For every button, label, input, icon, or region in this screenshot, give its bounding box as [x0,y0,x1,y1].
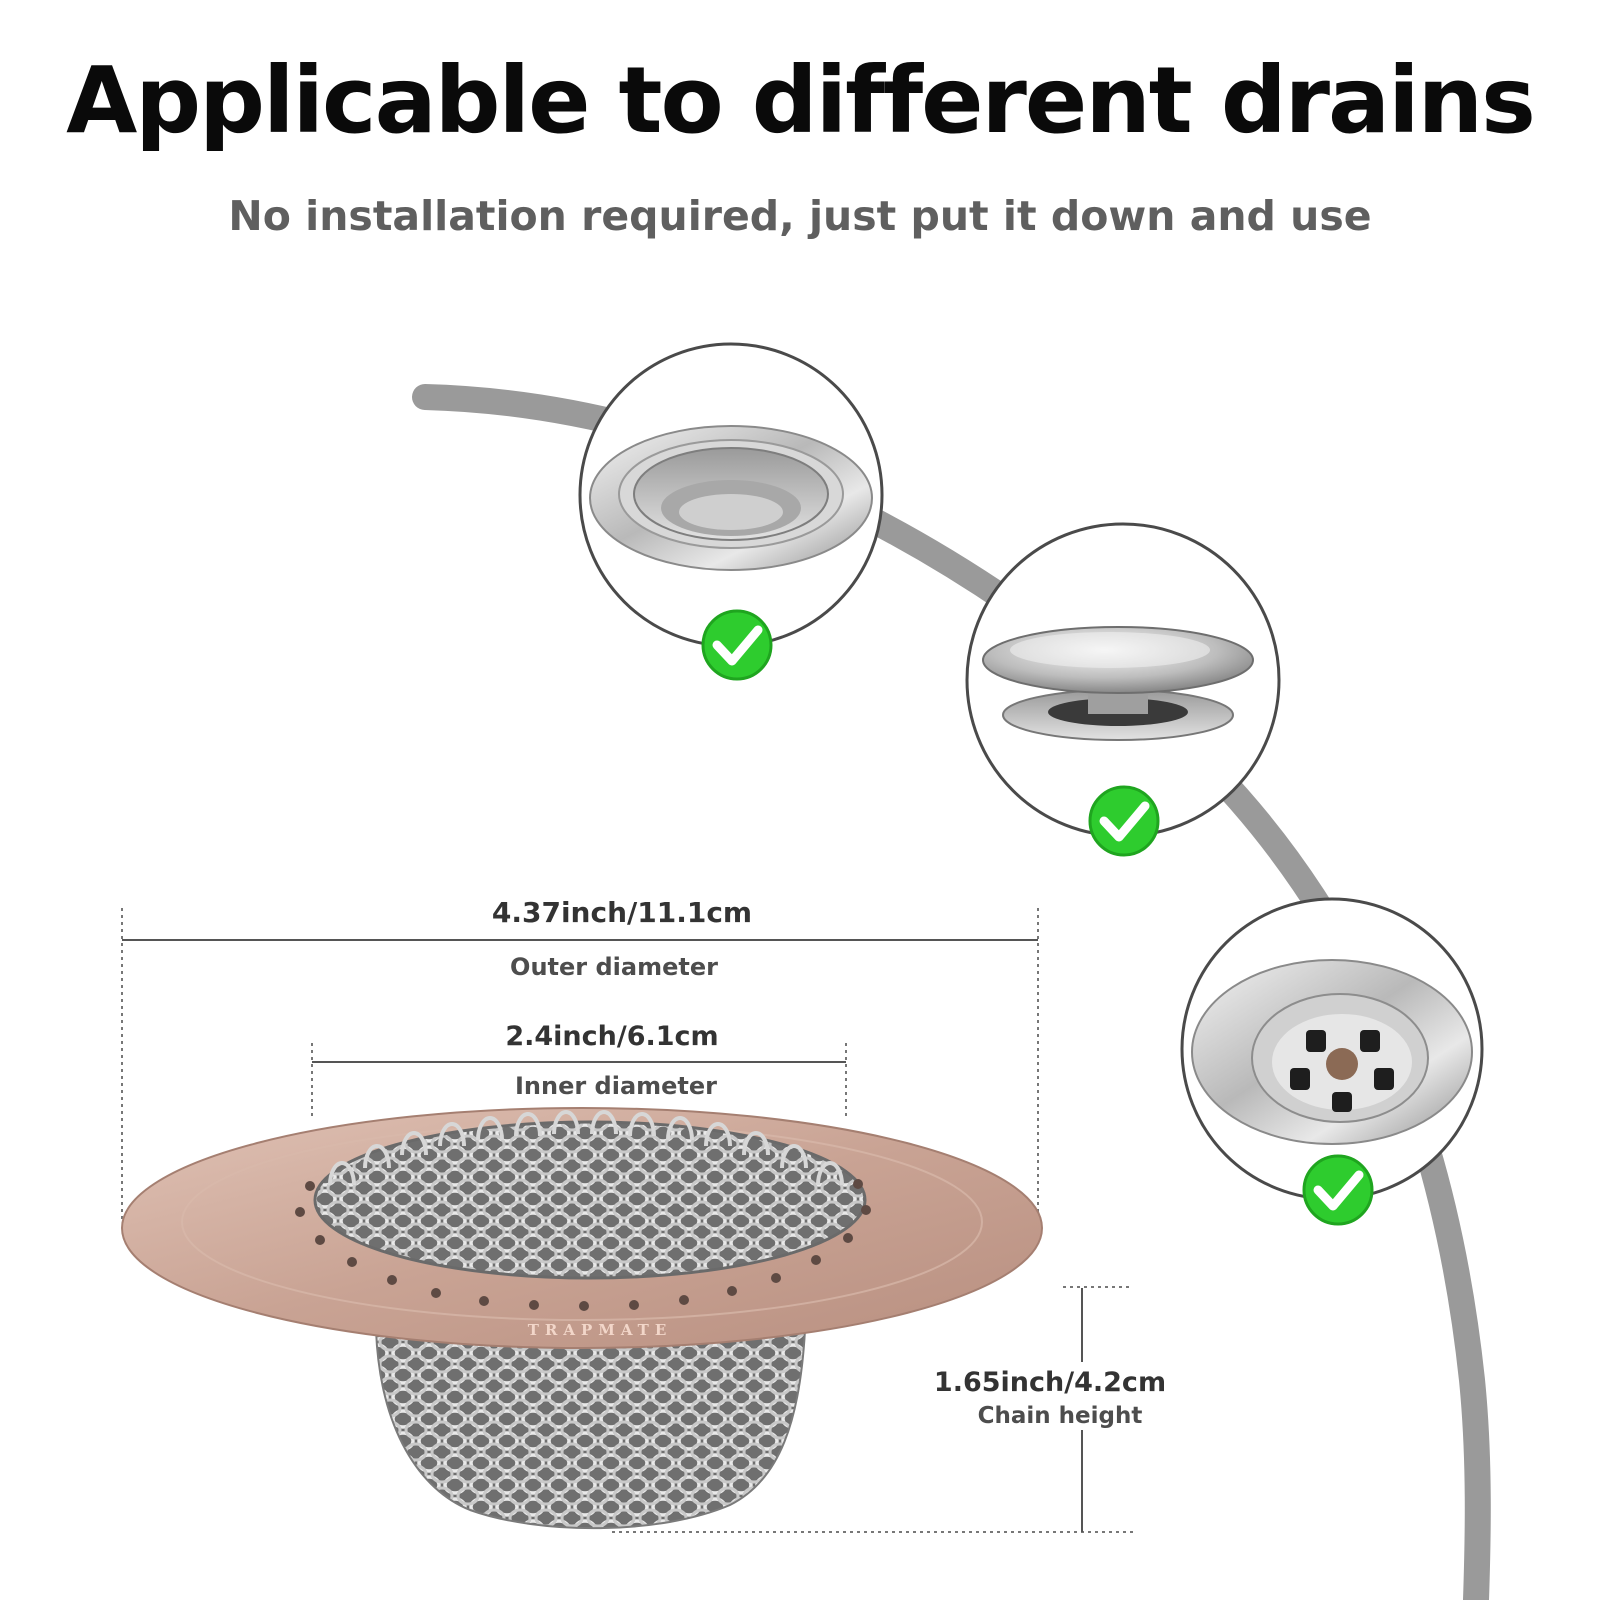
chain-height-value: 1.65inch/4.2cm [934,1367,1166,1398]
subheadline: No installation required, just put it do… [228,192,1372,240]
inner-diameter-label: Inner diameter [515,1072,717,1100]
check-icon [1088,785,1160,857]
flange-drain-image [589,425,873,571]
chain-height-dimension: 1.65inch/4.2cm Chain height [612,1286,1166,1533]
drain-popup-circle [965,522,1281,857]
inner-diameter-value: 2.4inch/6.1cm [505,1021,718,1052]
headline: Applicable to different drains [66,47,1536,154]
chain-height-label: Chain height [978,1403,1143,1429]
popup-drain-image [982,626,1254,741]
brand-logo: TRAPMATE [528,1321,673,1339]
outer-diameter-dimension: 4.37inch/11.1cm Outer diameter [121,896,1039,1220]
strainer-product: TRAPMATE [121,1107,1043,1530]
drain-flange-circle [578,342,884,681]
drain-basket-circle [1180,897,1484,1226]
inner-diameter-dimension: 2.4inch/6.1cm Inner diameter [311,1021,847,1120]
outer-diameter-label: Outer diameter [510,953,718,981]
basket-drain-image [1191,959,1473,1145]
check-icon [701,609,773,681]
outer-diameter-value: 4.37inch/11.1cm [492,896,752,929]
check-icon [1302,1154,1374,1226]
